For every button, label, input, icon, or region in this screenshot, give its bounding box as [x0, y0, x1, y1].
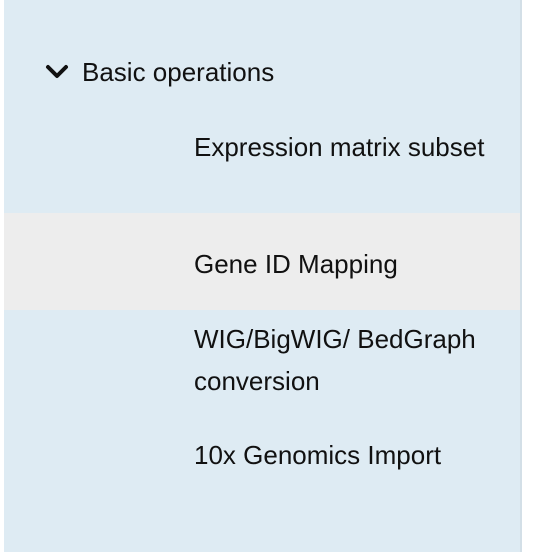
main-content-edge — [522, 0, 542, 552]
section-header-basic-operations[interactable]: Basic operations — [44, 50, 274, 94]
sidebar-divider — [520, 0, 522, 552]
sidebar-item-gene-id-mapping[interactable]: Gene ID Mapping — [4, 213, 520, 310]
sidebar-item-wig-bigwig-bedgraph-conversion[interactable]: WIG/BigWIG/ BedGraph conversion — [4, 310, 520, 412]
sidebar-item-expression-matrix-subset[interactable]: Expression matrix subset — [4, 125, 520, 213]
chevron-down-icon — [46, 65, 68, 78]
sidebar-item-10x-genomics-import[interactable]: 10x Genomics Import — [4, 412, 520, 500]
sidebar-item-label: 10x Genomics Import — [194, 440, 442, 470]
left-page-edge — [0, 0, 4, 552]
sidebar-item-label: WIG/BigWIG/ BedGraph conversion — [194, 324, 476, 396]
sidebar-item-label: Gene ID Mapping — [194, 249, 398, 279]
section-label: Basic operations — [82, 57, 275, 87]
sidebar-item-label: Expression matrix subset — [194, 132, 485, 162]
